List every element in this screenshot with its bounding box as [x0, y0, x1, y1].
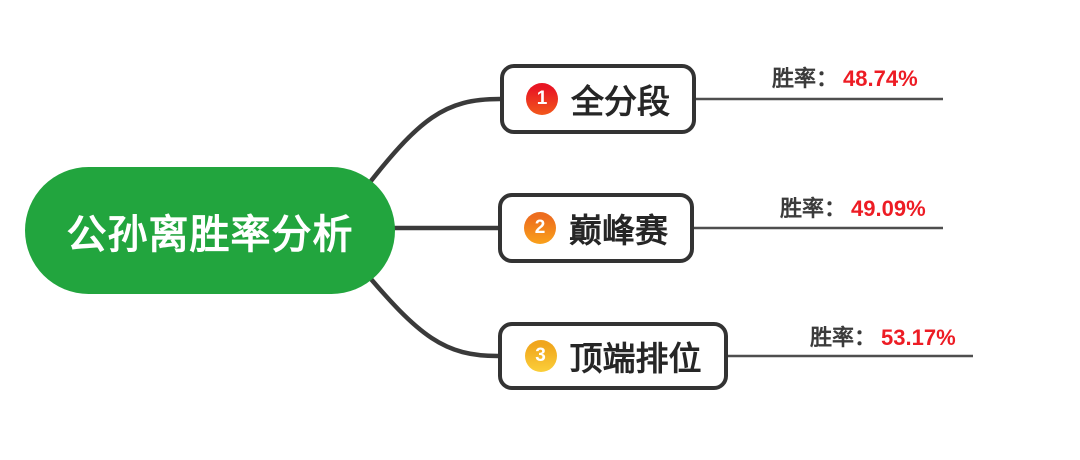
win-rate-node-2[interactable]: 胜率：49.09%	[780, 196, 926, 222]
branch-label: 全分段	[571, 83, 670, 120]
root-node[interactable]: 公孙离胜率分析	[25, 167, 395, 294]
win-rate-node-3[interactable]: 胜率：53.17%	[810, 325, 956, 351]
connector-root-to-branch-1	[357, 96, 503, 198]
win-rate-value: 48.74%	[843, 66, 918, 91]
number-badge-3-icon: 3	[524, 340, 557, 372]
branch-node-top-ranked[interactable]: 3 顶端排位	[498, 322, 728, 390]
win-rate-key: 胜率：	[780, 196, 847, 221]
connector-root-to-branch-3	[357, 263, 501, 359]
win-rate-key: 胜率：	[772, 66, 839, 91]
root-node-label: 公孙离胜率分析	[66, 212, 354, 257]
win-rate-node-1[interactable]: 胜率：48.74%	[772, 66, 918, 92]
branch-label: 顶端排位	[569, 340, 702, 377]
branch-node-peak-match[interactable]: 2 巅峰赛	[498, 193, 694, 263]
number-badge-2-icon: 2	[524, 212, 556, 244]
branch-node-all-tiers[interactable]: 1 全分段	[500, 64, 696, 134]
win-rate-value: 53.17%	[881, 325, 956, 350]
branch-label: 巅峰赛	[569, 212, 668, 249]
win-rate-key: 胜率：	[810, 325, 877, 350]
number-badge-1-icon: 1	[526, 83, 558, 115]
win-rate-value: 49.09%	[851, 196, 926, 221]
